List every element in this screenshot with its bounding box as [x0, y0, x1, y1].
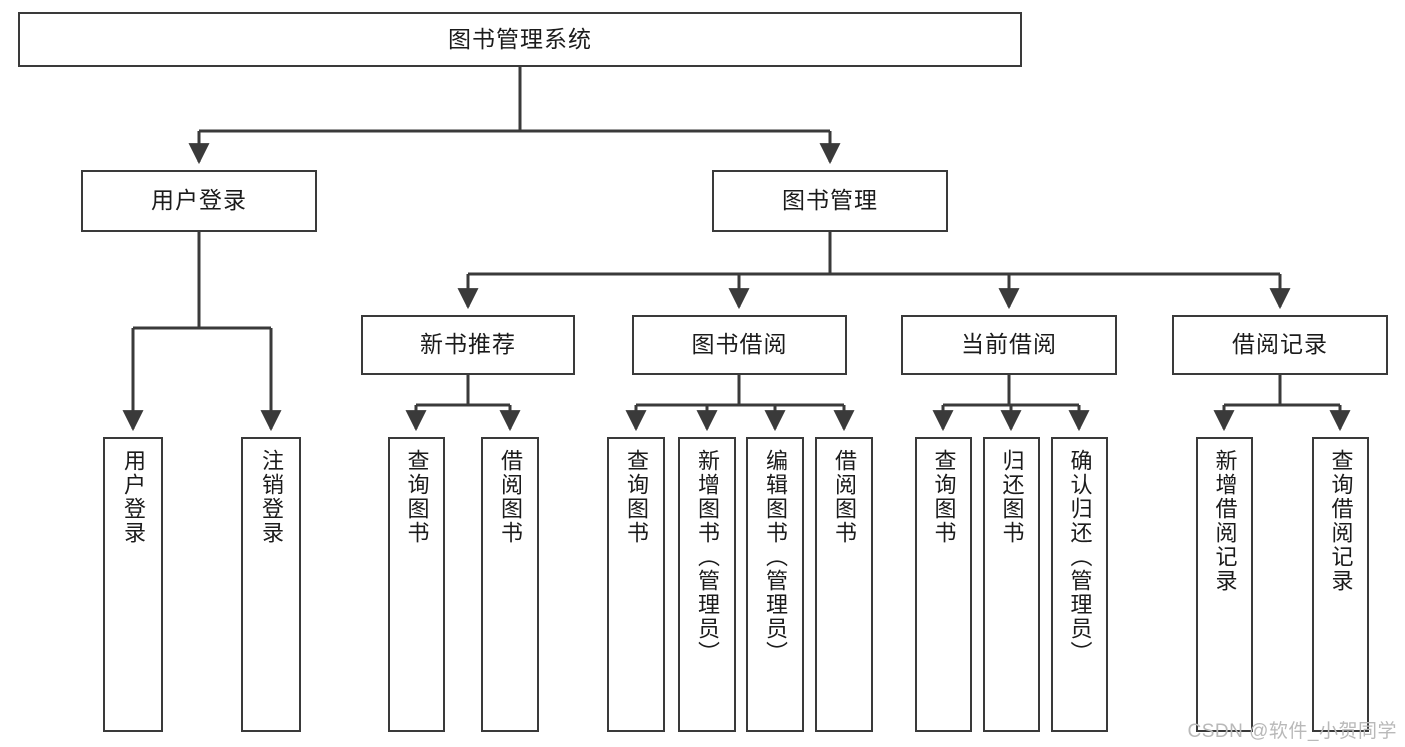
leaf-user-login-label: 用户登录 — [120, 449, 146, 545]
node-current-borrow[interactable]: 当前借阅 — [901, 315, 1117, 375]
leaf-query-book-3-label: 查询图书 — [931, 449, 957, 545]
leaf-return-book-label: 归还图书 — [999, 449, 1025, 545]
leaf-edit-book-label: 编辑图书（管理员） — [762, 449, 788, 665]
leaf-query-book-3[interactable]: 查询图书 — [915, 437, 972, 732]
leaf-add-book-label: 新增图书（管理员） — [694, 449, 720, 665]
node-user-login-label: 用户登录 — [151, 187, 247, 214]
node-root[interactable]: 图书管理系统 — [18, 12, 1022, 67]
leaf-query-record[interactable]: 查询借阅记录 — [1312, 437, 1369, 732]
leaf-add-record-label: 新增借阅记录 — [1212, 449, 1238, 593]
leaf-query-book-1-label: 查询图书 — [404, 449, 430, 545]
leaf-logout[interactable]: 注销登录 — [241, 437, 301, 732]
node-current-borrow-label: 当前借阅 — [961, 331, 1057, 358]
node-new-book-recommend-label: 新书推荐 — [420, 331, 516, 358]
leaf-logout-label: 注销登录 — [258, 449, 284, 545]
node-root-label: 图书管理系统 — [448, 25, 592, 52]
node-new-book-recommend[interactable]: 新书推荐 — [361, 315, 575, 375]
node-book-borrow-label: 图书借阅 — [691, 331, 788, 358]
leaf-confirm-return-label: 确认归还（管理员） — [1067, 449, 1093, 665]
leaf-confirm-return[interactable]: 确认归还（管理员） — [1051, 437, 1108, 732]
leaf-edit-book[interactable]: 编辑图书（管理员） — [746, 437, 804, 732]
node-book-borrow[interactable]: 图书借阅 — [632, 315, 847, 375]
leaf-return-book[interactable]: 归还图书 — [983, 437, 1040, 732]
leaf-borrow-book-2-label: 借阅图书 — [831, 449, 857, 545]
node-borrow-record-label: 借阅记录 — [1232, 331, 1328, 358]
leaf-borrow-book-1[interactable]: 借阅图书 — [481, 437, 539, 732]
leaf-user-login[interactable]: 用户登录 — [103, 437, 163, 732]
leaf-add-book[interactable]: 新增图书（管理员） — [678, 437, 736, 732]
leaf-query-book-1[interactable]: 查询图书 — [388, 437, 445, 732]
node-user-login[interactable]: 用户登录 — [81, 170, 317, 232]
leaf-add-record[interactable]: 新增借阅记录 — [1196, 437, 1253, 732]
leaf-query-book-2[interactable]: 查询图书 — [607, 437, 665, 732]
leaf-borrow-book-1-label: 借阅图书 — [497, 449, 523, 545]
node-book-manage-label: 图书管理 — [782, 187, 878, 214]
leaf-borrow-book-2[interactable]: 借阅图书 — [815, 437, 873, 732]
node-borrow-record[interactable]: 借阅记录 — [1172, 315, 1388, 375]
node-book-manage[interactable]: 图书管理 — [712, 170, 948, 232]
leaf-query-book-2-label: 查询图书 — [623, 449, 649, 545]
watermark: CSDN @软件_小贺同学 — [1187, 721, 1397, 742]
leaf-query-record-label: 查询借阅记录 — [1328, 449, 1354, 593]
